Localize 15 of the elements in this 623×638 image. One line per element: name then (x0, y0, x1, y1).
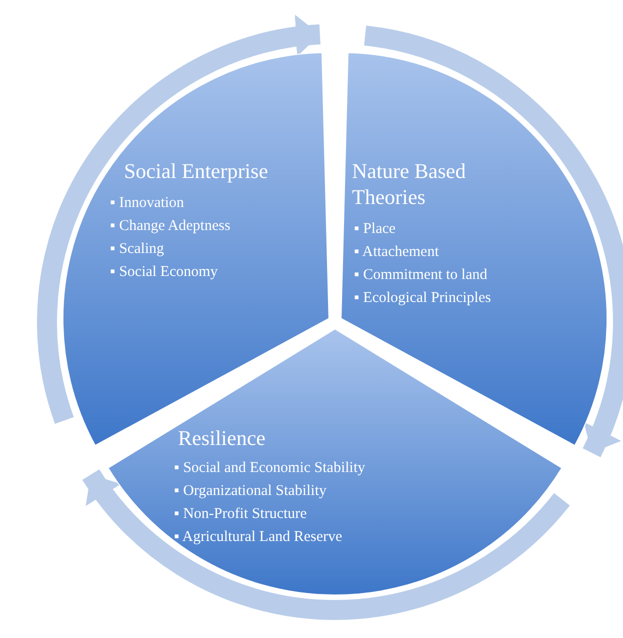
bullet-item: ▪ Ecological Principles (354, 289, 491, 308)
bullet-item: ▪ Scaling (110, 240, 166, 259)
bullet-item: ▪ Organizational Stability (174, 482, 328, 501)
bullet-item: ▪ Change Adeptness (110, 217, 230, 236)
segment-title: Resilience (178, 425, 266, 451)
bullet-item: ▪ Attachement (354, 243, 440, 262)
segment-title: Social Enterprise (124, 158, 270, 184)
bullet-item: ▪ Commitment to land (354, 266, 488, 285)
bullet-item: ▪ Social and Economic Stability (174, 459, 366, 478)
bullet-item: ▪ Agricultural Land Reserve (174, 528, 344, 547)
segment-title: Nature Based Theories (352, 158, 467, 210)
bullet-item: ▪ Place (354, 220, 397, 239)
bullet-item: ▪ Social Economy (110, 263, 219, 282)
bullet-item: ▪ Non-Profit Structure (174, 505, 308, 524)
bullet-item: ▪ Innovation (110, 194, 186, 213)
